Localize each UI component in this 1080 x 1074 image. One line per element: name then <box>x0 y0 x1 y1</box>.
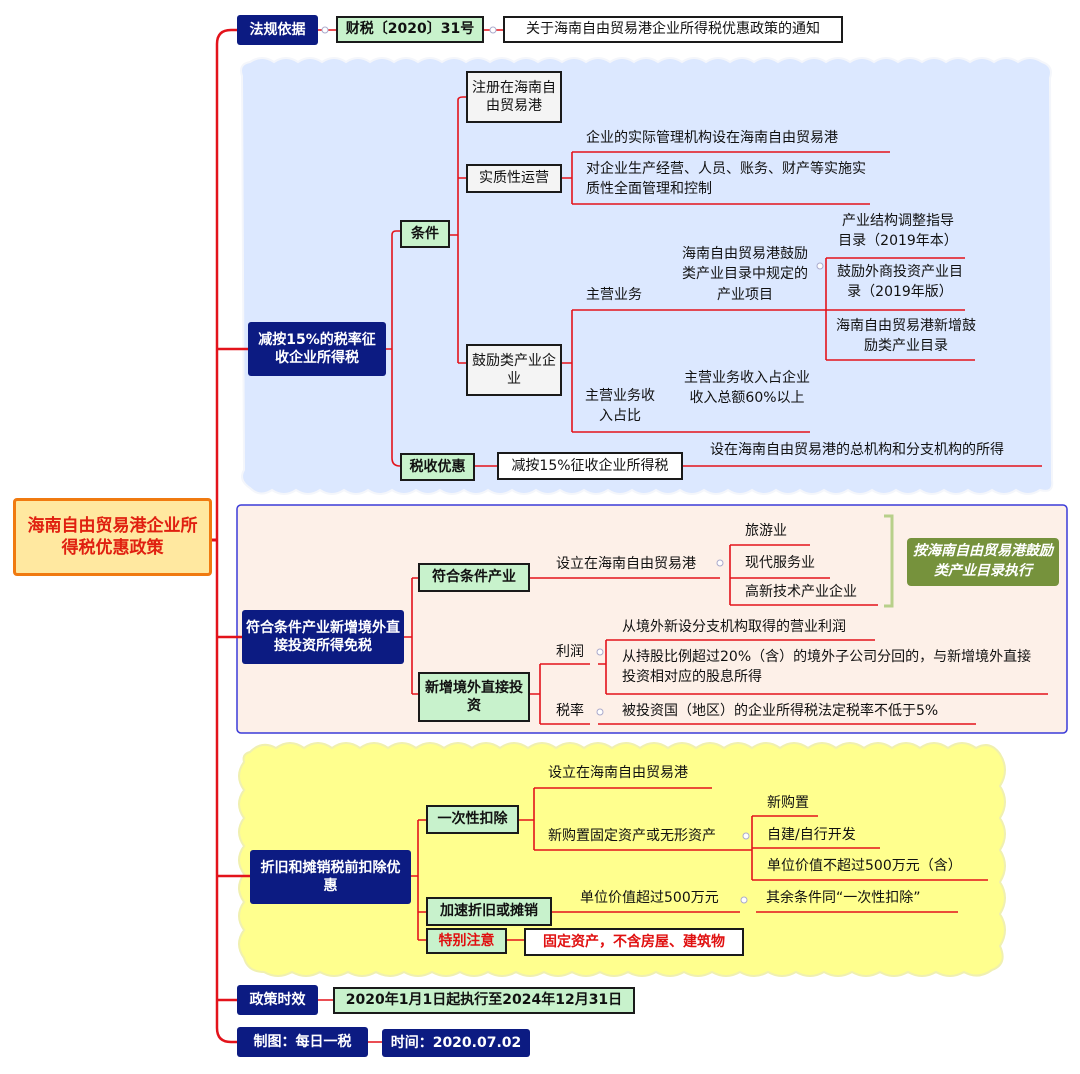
credit-time-node[interactable]: 时间：2020.07.02 <box>382 1029 530 1057</box>
main-business-label: 主营业务 <box>586 287 642 303</box>
effective-period-label: 2020年1月1日起执行至2024年12月31日 <box>345 992 623 1009</box>
benefit-item-label: 减按15%征收企业所得税 <box>511 457 669 474</box>
conditions-label: 条件 <box>411 225 439 242</box>
overseas-label: 符合条件产业新增境外直接投资所得免税 <box>246 619 400 654</box>
profit-label: 利润 <box>556 644 584 660</box>
registered-node[interactable]: 注册在海南自由贸易港 <box>466 71 562 123</box>
special-note-node[interactable]: 固定资产，不含房屋、建筑物 <box>524 928 744 956</box>
effective-period-node[interactable]: 2020年1月1日起执行至2024年12月31日 <box>333 987 635 1014</box>
catalog-item-2: 鼓励外商投资产业目录（2019年版） <box>837 264 963 301</box>
rate-label: 税率 <box>556 703 584 719</box>
credit-label: 制图：每日一税 <box>253 1033 352 1050</box>
accel-label: 加速折旧或摊销 <box>440 903 538 920</box>
rate-item: 被投资国（地区）的企业所得税法定税率不低于5% <box>622 703 939 719</box>
asset-item-1: 新购置 <box>767 795 809 811</box>
industry-item-3: 高新技术产业企业 <box>745 584 857 600</box>
depr-label: 折旧和摊销税前扣除优惠 <box>260 859 401 894</box>
depr-node[interactable]: 折旧和摊销税前扣除优惠 <box>250 850 411 904</box>
catalog-item-3: 海南自由贸易港新增鼓励类产业目录 <box>836 318 976 355</box>
root-title: 海南自由贸易港企业所得税优惠政策 <box>27 515 198 558</box>
one-time-location: 设立在海南自由贸易港 <box>548 765 688 781</box>
industry-item-1: 旅游业 <box>745 523 787 539</box>
doc-title-label: 关于海南自由贸易港企业所得税优惠政策的通知 <box>526 21 820 38</box>
industry-location: 设立在海南自由贸易港 <box>556 556 696 572</box>
benefit-scope: 设在海南自由贸易港的总机构和分支机构的所得 <box>710 442 1004 458</box>
one-time-label: 一次性扣除 <box>437 811 508 828</box>
substantive-node[interactable]: 实质性运营 <box>466 164 562 193</box>
doc-number-node[interactable]: 财税〔2020〕31号 <box>336 16 484 43</box>
credit-time-label: 时间：2020.07.02 <box>390 1034 522 1051</box>
reduce15-label: 减按15%的税率征收企业所得税 <box>258 331 376 366</box>
industry-item-2: 现代服务业 <box>745 555 815 571</box>
profit-item-2: 从持股比例超过20%（含）的境外子公司分回的，与新增境外直接投资相对应的股息所得 <box>622 649 1032 686</box>
catalog-item-1: 产业结构调整指导目录（2019年本） <box>838 213 958 250</box>
substantive-label: 实质性运营 <box>479 170 549 187</box>
accel-rest: 其余条件同“一次性扣除” <box>766 890 921 906</box>
legal-basis-label: 法规依据 <box>249 21 306 38</box>
asset-item-2: 自建/自行开发 <box>767 827 856 843</box>
special-note-label: 固定资产，不含房屋、建筑物 <box>543 933 725 950</box>
main-business-detail: 海南自由贸易港鼓励类产业目录中规定的产业项目 <box>682 246 808 303</box>
credit-node[interactable]: 制图：每日一税 <box>237 1027 368 1057</box>
overseas-node[interactable]: 符合条件产业新增境外直接投资所得免税 <box>242 610 404 664</box>
industry-note-text: 按海南自由贸易港鼓励类产业目录执行 <box>913 543 1053 579</box>
substantive-item-2: 对企业生产经营、人员、账务、财产等实施实质性全面管理和控制 <box>586 161 866 198</box>
encouraged-label: 鼓励类产业企业 <box>472 352 556 387</box>
accel-value: 单位价值超过500万元 <box>580 890 719 906</box>
effective-node[interactable]: 政策时效 <box>237 985 318 1015</box>
profit-item-1: 从境外新设分支机构取得的营业利润 <box>622 619 846 635</box>
olive-bracket <box>884 514 894 608</box>
reduce15-node[interactable]: 减按15%的税率征收企业所得税 <box>248 322 386 376</box>
effective-label: 政策时效 <box>249 991 306 1008</box>
substantive-item-1: 企业的实际管理机构设在海南自由贸易港 <box>586 130 838 146</box>
accel-node[interactable]: 加速折旧或摊销 <box>426 897 552 926</box>
benefit-label: 税收优惠 <box>409 458 466 475</box>
benefit-item-node[interactable]: 减按15%征收企业所得税 <box>497 452 683 480</box>
ratio-detail: 主营业务收入占企业收入总额60%以上 <box>684 370 810 407</box>
root-node[interactable]: 海南自由贸易港企业所得税优惠政策 <box>13 498 212 576</box>
industry-label: 符合条件产业 <box>432 569 516 586</box>
encouraged-node[interactable]: 鼓励类产业企业 <box>466 344 562 396</box>
new-invest-label: 新增境外直接投资 <box>425 679 523 714</box>
special-node[interactable]: 特别注意 <box>426 928 507 954</box>
doc-number-label: 财税〔2020〕31号 <box>345 21 475 38</box>
registered-label: 注册在海南自由贸易港 <box>472 79 556 114</box>
new-invest-node[interactable]: 新增境外直接投资 <box>418 672 530 722</box>
asset-item-3: 单位价值不超过500万元（含） <box>767 858 962 874</box>
industry-node[interactable]: 符合条件产业 <box>418 563 530 592</box>
legal-basis-node[interactable]: 法规依据 <box>237 15 318 45</box>
special-label: 特别注意 <box>438 932 495 949</box>
industry-note: 按海南自由贸易港鼓励类产业目录执行 <box>907 538 1059 586</box>
conditions-node[interactable]: 条件 <box>400 220 450 248</box>
one-time-asset: 新购置固定资产或无形资产 <box>548 828 716 844</box>
doc-title-node[interactable]: 关于海南自由贸易港企业所得税优惠政策的通知 <box>503 16 843 43</box>
benefit-node[interactable]: 税收优惠 <box>400 453 475 481</box>
trunk-line <box>212 28 250 1044</box>
ratio-label: 主营业务收入占比 <box>585 388 655 425</box>
blue-cloud-panel <box>240 57 1054 495</box>
one-time-node[interactable]: 一次性扣除 <box>426 805 519 834</box>
